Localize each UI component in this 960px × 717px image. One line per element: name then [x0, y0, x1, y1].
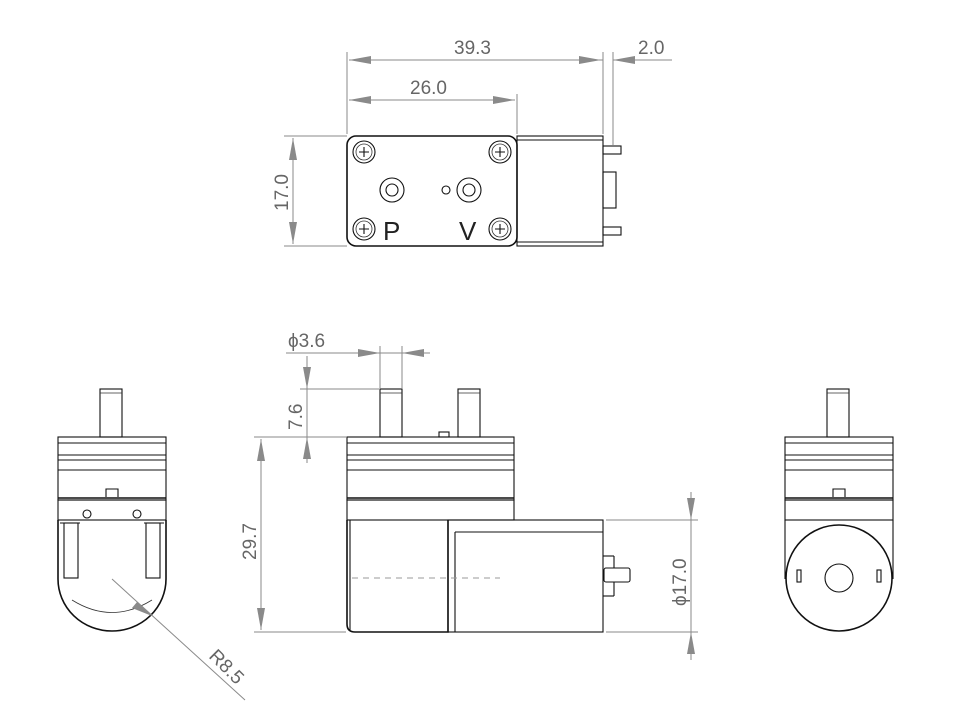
left-port-nozzle [99, 388, 123, 438]
side-vacuum-nozzle [457, 388, 481, 438]
motor-shaft-boss [824, 563, 854, 593]
side-gearbox [346, 520, 449, 633]
pressure-port [379, 177, 405, 203]
dimension-head-length: 26.0 [349, 78, 518, 134]
dimension-label-17-0-diameter: ϕ17.0 [670, 558, 691, 606]
dimension-label-39-3: 39.3 [454, 38, 491, 59]
dimension-motor-radius: R8.5 [111, 578, 248, 701]
vacuum-port [456, 177, 482, 203]
dimension-terminal-length: 2.0 [580, 38, 672, 145]
motor-housing-rounded [57, 520, 167, 632]
dimension-label-3-6: ϕ3.6 [288, 331, 325, 352]
dimension-motor-diameter: ϕ17.0 [606, 492, 698, 660]
side-pump-head [346, 436, 515, 501]
right-port-nozzle [826, 388, 850, 438]
left-end-view [57, 388, 167, 632]
vent-hole [441, 185, 451, 195]
side-motor-can [447, 519, 604, 633]
dimension-label-2-0: 2.0 [638, 38, 664, 59]
dimension-label-26-0: 26.0 [410, 78, 447, 99]
dimension-label-29-7: 29.7 [240, 523, 261, 560]
motor-terminal-lower [602, 226, 622, 236]
screw-bottom-left [352, 217, 376, 241]
motor-end-boss [602, 171, 617, 209]
dimension-label-17-0: 17.0 [272, 174, 293, 211]
motor-terminal-upper [602, 145, 622, 155]
motor-body-top [516, 135, 604, 247]
dimension-label-7-6: 7.6 [286, 404, 307, 430]
side-view [346, 388, 631, 633]
side-pressure-nozzle [379, 388, 403, 438]
dimension-port-diameter: ϕ3.6 [286, 331, 430, 388]
side-terminal-tab [603, 567, 631, 583]
vacuum-port-label: V [459, 216, 477, 246]
top-view: P V [346, 135, 622, 247]
dimension-overall-length: 39.3 [346, 38, 604, 134]
screw-bottom-right [488, 217, 512, 241]
right-end-view [784, 388, 894, 632]
pressure-port-label: P [383, 216, 400, 246]
dimension-body-height: 29.7 [240, 436, 346, 633]
screw-top-left [352, 140, 376, 164]
dimension-head-height: 17.0 [272, 135, 347, 247]
motor-end-cap [785, 524, 893, 632]
dimension-port-height: 7.6 [286, 356, 380, 463]
screw-top-right [488, 140, 512, 164]
pump-head-plate [346, 135, 518, 247]
